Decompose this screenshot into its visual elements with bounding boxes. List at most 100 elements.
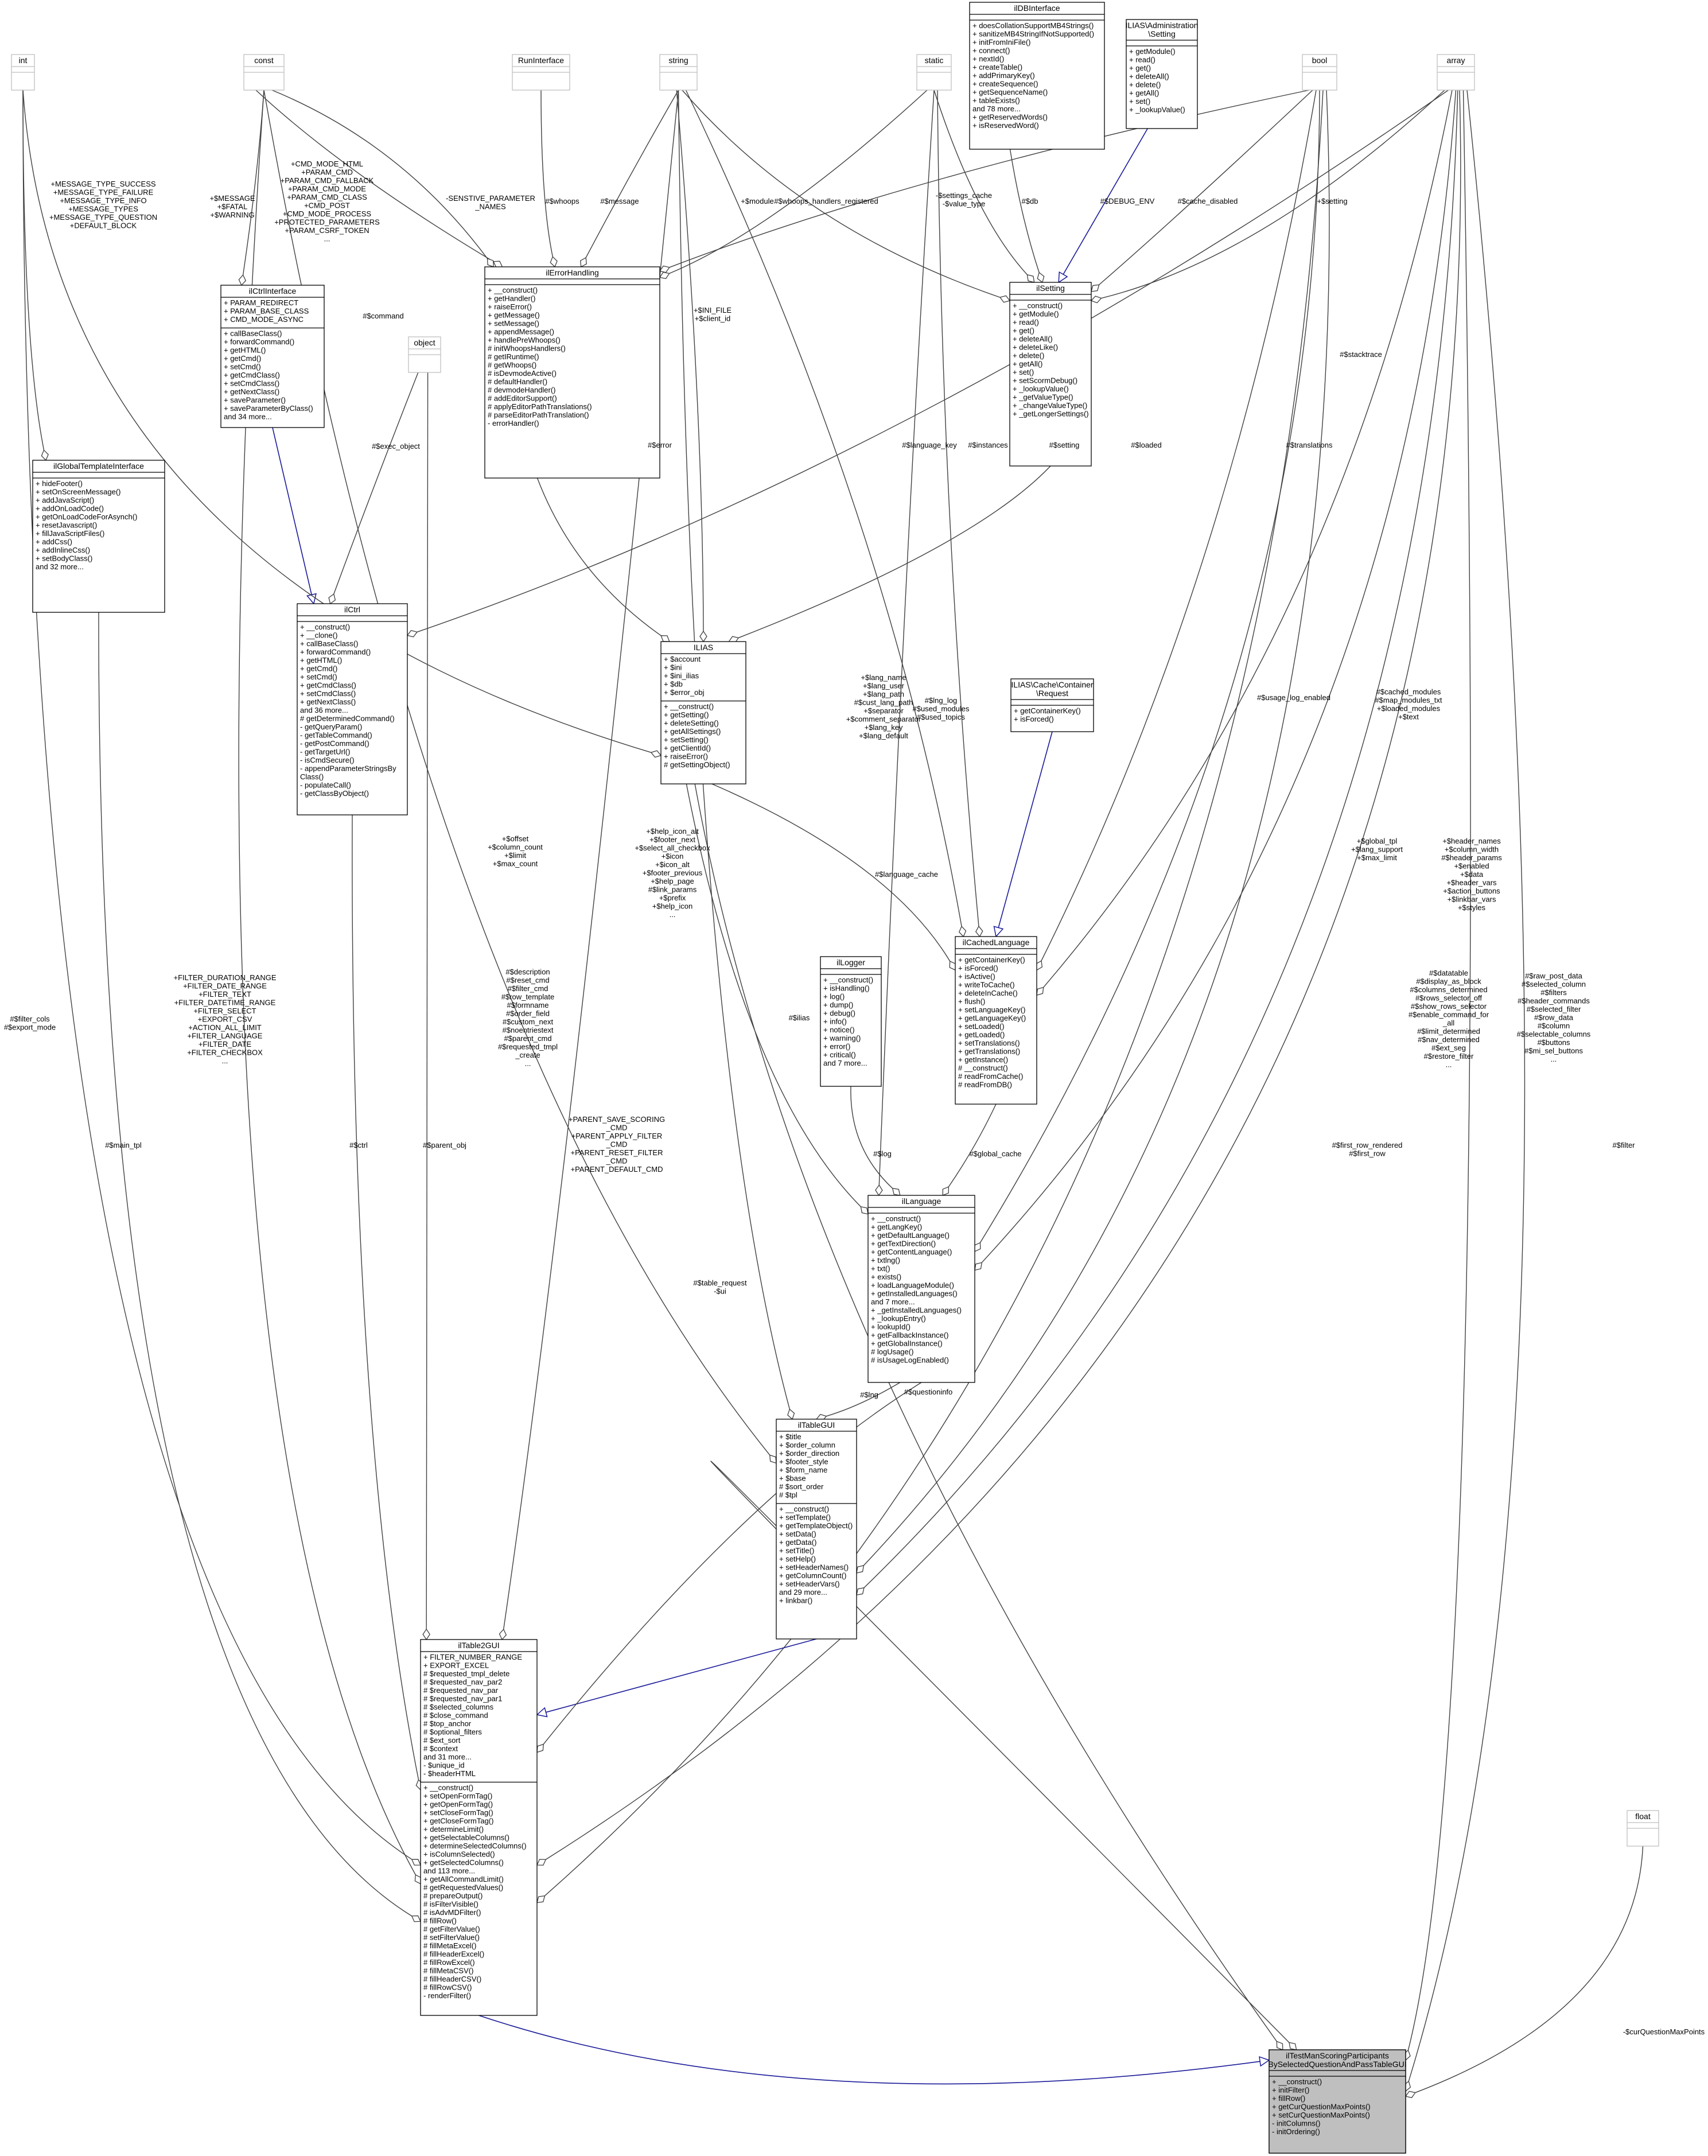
association-edge xyxy=(1099,90,1313,285)
edge-label-line: +FILTER_LANGUAGE xyxy=(188,1032,263,1040)
class-operation: + get() xyxy=(1129,64,1151,72)
association-edge xyxy=(826,1382,901,1417)
class-float[interactable]: float xyxy=(1627,1810,1659,1847)
edge-label: -$curQuestionMaxPoints xyxy=(1623,2027,1705,2036)
class-operation: # __construct() xyxy=(958,1064,1008,1073)
class-title: ilCachedLanguage xyxy=(963,938,1030,947)
class-ilcachedlanguage[interactable]: ilCachedLanguage+ getContainerKey()+ isF… xyxy=(955,936,1037,1105)
edge-label-line: -SENSTIVE_PARAMETER xyxy=(446,194,535,203)
class-operation: + determineSelectedColumns() xyxy=(423,1842,527,1850)
edge-label-line: +MESSAGE_TYPES xyxy=(68,205,138,213)
edge-label: +$INI_FILE+$client_id xyxy=(694,306,732,323)
class-attribute: + $error_obj xyxy=(664,688,705,697)
association-edge xyxy=(878,90,935,1186)
association-edge xyxy=(711,783,951,962)
class-runinterface[interactable]: RunInterface xyxy=(512,54,570,91)
edge-label-line: #$setting xyxy=(1049,441,1080,449)
edge-label-line: #$show_rows_selector xyxy=(1411,1002,1487,1011)
class-operation: and 32 more... xyxy=(36,562,84,571)
association-edge xyxy=(682,90,1001,298)
class-ilias[interactable]: ILIAS+ $account+ $ini+ $ini_ilias+ $db+ … xyxy=(660,641,746,784)
class-operation: + initFilter() xyxy=(1272,2086,1309,2095)
association-edge xyxy=(22,90,413,1860)
edge-label-line: #$main_tpl xyxy=(105,1141,142,1149)
class-operation: + loadLanguageModule() xyxy=(871,1281,954,1289)
class-cacherequest[interactable]: ILIAS\Cache\Container\Request+ getContai… xyxy=(1010,678,1094,732)
class-object[interactable]: object xyxy=(408,336,441,373)
class-operation: - initColumns() xyxy=(1272,2119,1321,2128)
edge-label-line: #$language_key xyxy=(902,441,957,449)
edge-label-line: -$settings_cache xyxy=(936,191,992,200)
class-box-frame xyxy=(32,460,165,613)
class-string[interactable]: string xyxy=(659,54,698,91)
class-ilglobaltemplateinterface[interactable]: ilGlobalTemplateInterface+ hideFooter()+… xyxy=(32,460,165,613)
class-adminsetting[interactable]: ILIAS\Administration\Setting+ getModule(… xyxy=(1126,19,1199,129)
class-operation: + isColumnSelected() xyxy=(423,1850,495,1859)
class-operation: + set() xyxy=(1129,97,1150,106)
association-edge xyxy=(685,90,962,927)
edge-label-line: _CMD xyxy=(606,1124,628,1132)
class-operation: + deleteAll() xyxy=(1129,72,1169,81)
edge-label-line: +PARAM_CMD_MODE xyxy=(288,185,366,193)
class-illogger[interactable]: ilLogger+ __construct()+ isHandling()+ l… xyxy=(820,956,882,1087)
aggregation-diamond xyxy=(1037,271,1045,283)
edge-label-line: #$raw_post_data xyxy=(1525,972,1583,980)
edge-label-line: +$help_icon_alt xyxy=(646,827,699,836)
class-ilsetting[interactable]: ilSetting+ __construct()+ getModule()+ r… xyxy=(1009,282,1092,467)
edge-label-line: +$lang_default xyxy=(859,732,908,740)
class-operation: + getCmdClass() xyxy=(300,681,356,690)
class-operation: Class() xyxy=(300,772,324,781)
class-array[interactable]: array xyxy=(1437,54,1475,91)
edge-labels: +MESSAGE_TYPE_SUCCESS+MESSAGE_TYPE_FAILU… xyxy=(4,160,1705,2036)
class-const[interactable]: const xyxy=(243,54,285,91)
edge-label-line: +DEFAULT_BLOCK xyxy=(70,222,137,230)
class-ilctrl[interactable]: ilCtrl+ __construct()+ __clone()+ callBa… xyxy=(297,603,408,815)
class-operation: and 7 more... xyxy=(871,1298,915,1306)
class-operation: + _getInstalledLanguages() xyxy=(871,1306,962,1315)
edge-label: #$main_tpl xyxy=(105,1141,142,1149)
edge-label-line: #$parent_cmd xyxy=(504,1034,551,1043)
class-ilerrorhandling[interactable]: ilErrorHandling+ __construct()+ getHandl… xyxy=(484,266,660,479)
class-ildbinterface[interactable]: ilDBInterface+ doesCollationSupportMB4St… xyxy=(969,2,1105,150)
class-illanguage[interactable]: ilLanguage+ __construct()+ getLangKey()+… xyxy=(867,1195,975,1383)
edge-label-line: #$instances xyxy=(968,441,1008,449)
class-operation: # fillRow() xyxy=(423,1917,457,1925)
class-int[interactable]: int xyxy=(11,54,35,91)
class-operation: + fillJavaScriptFiles() xyxy=(36,529,104,538)
edge-label: #$instances xyxy=(968,441,1008,449)
class-iltablegui[interactable]: ilTableGUI+ $title+ $order_column+ $orde… xyxy=(776,1419,857,1640)
edge-label-line: -$curQuestionMaxPoints xyxy=(1623,2027,1705,2036)
class-operation: + lookupId() xyxy=(871,1323,911,1331)
class-bool[interactable]: bool xyxy=(1302,54,1337,91)
edge-label-line: #$filters xyxy=(1540,988,1567,997)
edge-label: #$language_key xyxy=(902,441,957,449)
edge-label: #$translations xyxy=(1286,441,1333,449)
edge-label: #$filter xyxy=(1612,1141,1635,1149)
class-boxes: int const RunInterface string static bool arra… xyxy=(11,2,1659,2154)
class-iltable2gui[interactable]: ilTable2GUI+ FILTER_NUMBER_RANGE+ EXPORT… xyxy=(420,1639,538,2016)
class-attribute: + $base xyxy=(779,1474,806,1483)
class-operation: + getInstance() xyxy=(958,1055,1008,1064)
edge-label-line: #$parent_obj xyxy=(423,1141,466,1149)
edge-label-line: #$selected_column xyxy=(1522,980,1586,989)
class-operation: + getColumnCount() xyxy=(779,1571,846,1580)
class-title: ilDBInterface xyxy=(1014,3,1060,13)
class-ilctrlinterface[interactable]: ilCtrlInterface+ PARAM_REDIRECT+ PARAM_B… xyxy=(220,285,325,428)
edge-label: #$first_row_rendered#$first_row xyxy=(1332,1141,1403,1158)
class-operation: + deleteAll() xyxy=(1013,335,1053,343)
class-operation: + delete() xyxy=(1129,80,1161,89)
edge-label: +$offset+$column_count+$limit+$max_count xyxy=(488,834,543,868)
edge-label-line: #$questioninfo xyxy=(904,1388,953,1396)
edge-label-line: +$select_all_checkbox xyxy=(635,844,710,852)
class-mainclass[interactable]: ilTestManScoringParticipantsBySelectedQu… xyxy=(1268,2049,1407,2154)
class-operation: + resetJavascript() xyxy=(36,521,97,530)
association-edge xyxy=(417,90,1449,632)
class-static[interactable]: static xyxy=(916,54,952,91)
class-operation: # isDevmodeActive() xyxy=(488,369,557,378)
class-title: ilCtrlInterface xyxy=(249,286,297,296)
aggregation-diamond xyxy=(579,257,587,268)
edge-label-line: +ACTION_ALL_LIMIT xyxy=(188,1023,262,1032)
aggregation-diamond xyxy=(660,635,670,642)
edge-label-line: +$module xyxy=(741,197,773,205)
edge-label: #$description#$reset_cmd#$filter_cmd#$ro… xyxy=(498,968,558,1068)
